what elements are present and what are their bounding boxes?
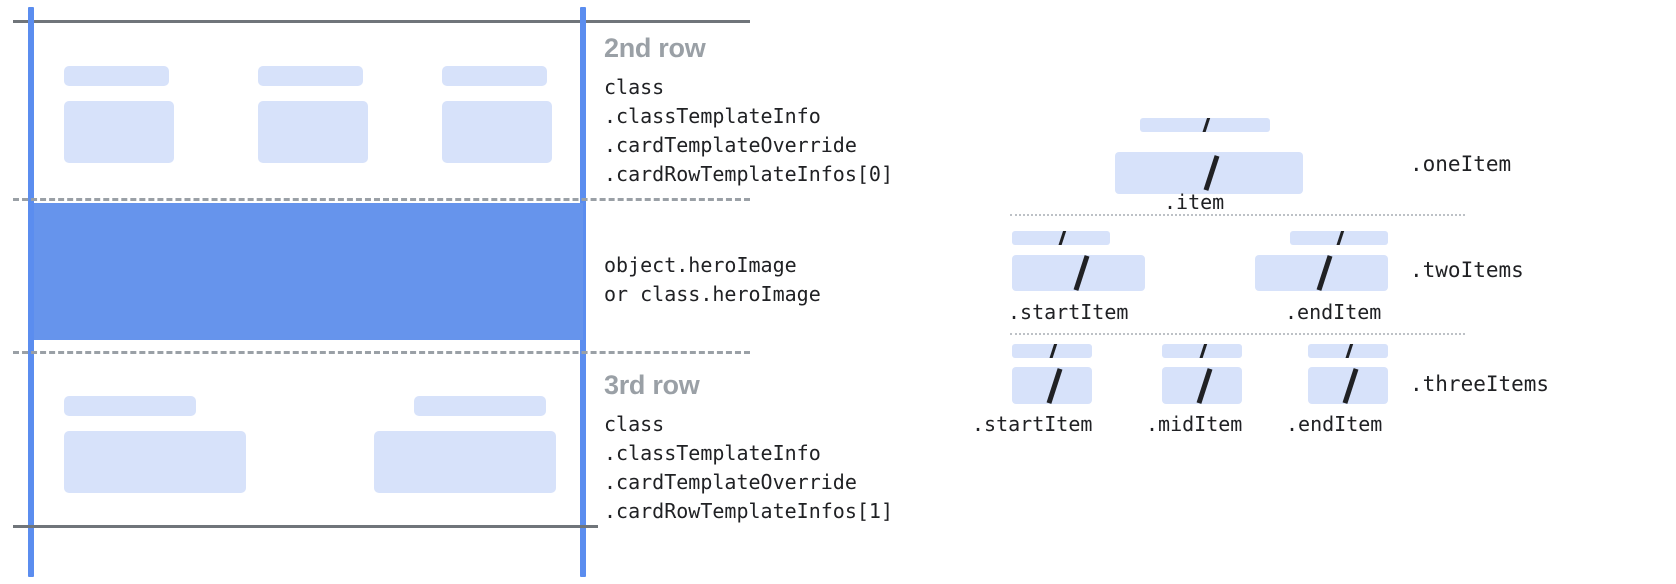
second-row-col3-label-placeholder (442, 66, 547, 86)
third-row-heading: 3rd row (604, 370, 700, 400)
placeholder-body (1115, 152, 1303, 194)
group-name-twoitems: .twoItems (1410, 258, 1524, 282)
slash-glyph (1058, 231, 1067, 245)
left-edge-guide (28, 7, 34, 577)
placeholder-body (1308, 367, 1388, 404)
placeholder-cap (1140, 118, 1270, 132)
hero-image-code: object.heroImage or class.heroImage (604, 253, 821, 306)
threeitems-miditem-label: .midItem (1146, 412, 1243, 436)
twoitems-group-divider (1010, 333, 1465, 335)
slash-glyph (1316, 255, 1332, 291)
twoitems-startitem-label: .startItem (1008, 300, 1129, 324)
placeholder-body (1255, 255, 1388, 291)
second-row-col2-label-placeholder (258, 66, 363, 86)
slash-glyph (1073, 255, 1089, 291)
right-edge-guide (580, 7, 586, 577)
slash-glyph (1342, 367, 1359, 404)
slash-glyph (1202, 118, 1211, 132)
slash-glyph (1199, 344, 1208, 358)
threeitems-startitem-label: .startItem (972, 412, 1093, 436)
placeholder-cap (1308, 344, 1388, 358)
placeholder-cap (1162, 344, 1242, 358)
second-row-col3-value-placeholder (442, 101, 552, 163)
hero-image-band (34, 203, 583, 340)
card-top-border (13, 20, 750, 23)
third-row-col2-label-placeholder (414, 396, 546, 416)
second-row-col2-value-placeholder (258, 101, 368, 163)
placeholder-body (1012, 367, 1092, 404)
slash-glyph (1345, 344, 1354, 358)
oneitem-group-divider (1010, 214, 1465, 216)
third-row-col2-value-placeholder (374, 431, 556, 493)
placeholder-body (1162, 367, 1242, 404)
twoitems-enditem-label: .endItem (1285, 300, 1382, 324)
third-row-content (34, 390, 583, 505)
hero-bottom-divider (13, 351, 750, 354)
third-row-col1-value-placeholder (64, 431, 246, 493)
placeholder-body (1012, 255, 1145, 291)
card-bottom-border (13, 525, 598, 528)
second-row-bottom-divider (13, 198, 750, 201)
placeholder-cap (1012, 344, 1092, 358)
oneitem-item-label: .item (1164, 190, 1225, 214)
second-row-content (34, 60, 583, 180)
slash-glyph (1196, 367, 1213, 404)
card-template-wireframe: 2nd row class .classTemplateInfo .cardTe… (0, 0, 893, 584)
group-name-oneitem: .oneItem (1410, 152, 1512, 176)
threeitems-enditem-label: .endItem (1286, 412, 1383, 436)
group-name-threeitems: .threeItems (1410, 372, 1550, 396)
slash-glyph (1203, 155, 1220, 191)
placeholder-cap (1290, 231, 1388, 245)
slash-glyph (1336, 231, 1345, 245)
slash-glyph (1046, 367, 1063, 404)
item-layout-variants: .item .oneItem .startItem .endItem .twoI… (950, 0, 1676, 584)
second-row-code: class .classTemplateInfo .cardTemplateOv… (604, 75, 893, 186)
slash-glyph (1049, 344, 1058, 358)
third-row-col1-label-placeholder (64, 396, 196, 416)
placeholder-cap (1012, 231, 1110, 245)
third-row-code: class .classTemplateInfo .cardTemplateOv… (604, 412, 893, 523)
second-row-heading: 2nd row (604, 33, 706, 63)
second-row-col1-value-placeholder (64, 101, 174, 163)
second-row-col1-label-placeholder (64, 66, 169, 86)
